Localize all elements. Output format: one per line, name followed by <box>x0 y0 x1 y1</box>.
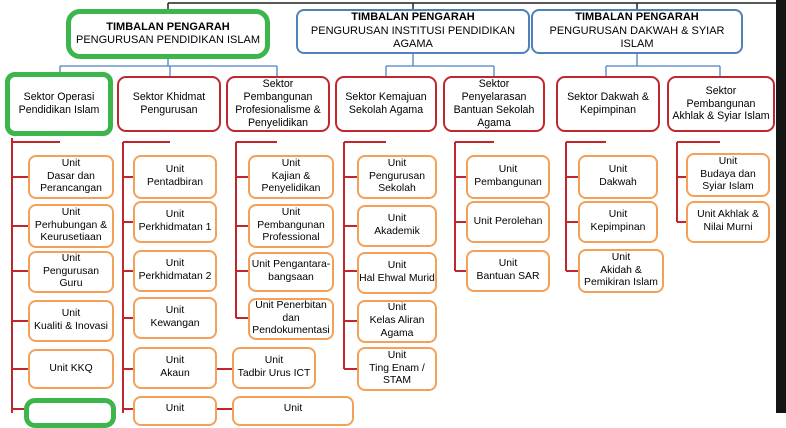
unit-label: Unit Kualiti & Inovasi <box>34 308 108 332</box>
unit-label: Unit Pengurusan Sekolah <box>368 157 426 195</box>
unit-label: Unit Akademik <box>374 213 420 237</box>
unit-box-kualiti: Unit Kualiti & Inovasi <box>28 300 114 342</box>
deputy-title: TIMBALAN PENGARAH <box>106 20 230 33</box>
deputy-subtitle: PENGURUSAN INSTITUSI PENDIDIKAN AGAMA <box>310 24 516 51</box>
deputy-subtitle: PENGURUSAN PENDIDIKAN ISLAM <box>76 34 260 46</box>
deputy-title: TIMBALAN PENGARAH <box>575 11 699 24</box>
sector-label: Sektor Khidmat Pengurusan <box>132 91 206 116</box>
unit-label: Unit KKQ <box>49 362 93 374</box>
unit-box-kkq: Unit KKQ <box>28 349 114 389</box>
unit-label: Unit Perkhidmatan 1 <box>138 209 212 233</box>
deputy-box-dakwah-syiar: TIMBALAN PENGARAH PENGURUSAN DAKWAH & SY… <box>531 9 743 54</box>
unit-label: Unit Pembangunan Professional <box>257 206 325 244</box>
unit-label: Unit Pengantara- bangsaan <box>251 259 331 283</box>
unit-box-pembangunan-professional: Unit Pembangunan Professional <box>248 204 334 248</box>
unit-box-bantuan-sar: Unit Bantuan SAR <box>466 250 550 292</box>
right-edge-bar <box>776 0 786 413</box>
unit-box-hal-ehwal-murid: Unit Hal Ehwal Murid <box>357 252 437 294</box>
sector-box-kemajuan: Sektor Kemajuan Sekolah Agama <box>335 76 437 132</box>
sector-box-dakwah: Sektor Dakwah & Kepimpinan <box>556 76 660 132</box>
unit-label: Unit Perolehan <box>473 215 543 227</box>
sector-box-khidmat: Sektor Khidmat Pengurusan <box>117 76 221 132</box>
unit-box-dasar: Unit Dasar dan Perancangan <box>28 155 114 199</box>
sector-box-pembangunan-profesionalisme: Sektor Pembangunan Profesionalisme & Pen… <box>226 76 330 132</box>
sector-label: Sektor Operasi Pendidikan Islam <box>18 91 100 116</box>
unit-box-pengurusan-sekolah: Unit Pengurusan Sekolah <box>357 155 437 199</box>
unit-label: Unit Dasar dan Perancangan <box>40 157 102 195</box>
unit-box-perhubungan: Unit Perhubungan & Keurusetiaan <box>28 204 114 248</box>
unit-box-akhlak-nilai: Unit Akhlak & Nilai Murni <box>686 201 770 243</box>
unit-label: Unit Kajian & Penyelidikan <box>261 157 321 195</box>
deputy-box-pendidikan-islam: TIMBALAN PENGARAH PENGURUSAN PENDIDIKAN … <box>66 9 270 59</box>
unit-box-highlighted <box>24 398 116 428</box>
unit-label: Unit Akaun <box>160 355 190 379</box>
sector-label: Sektor Pembangunan Akhlak & Syiar Islam <box>672 84 770 123</box>
unit-label: Unit Pentadbiran <box>146 164 204 188</box>
unit-label: Unit Perkhidmatan 2 <box>138 258 212 282</box>
sector-label: Sektor Pembangunan Profesionalisme & Pen… <box>235 78 321 129</box>
unit-box-perkhidmatan-1: Unit Perkhidmatan 1 <box>133 201 217 243</box>
unit-label: Unit Budaya dan Syiar Islam <box>700 155 756 193</box>
unit-box-budaya-syiar: Unit Budaya dan Syiar Islam <box>686 153 770 197</box>
unit-label: Unit Tadbir Urus ICT <box>237 355 311 379</box>
deputy-box-institusi-pendidikan: TIMBALAN PENGARAH PENGURUSAN INSTITUSI P… <box>296 9 530 54</box>
sector-label: Sektor Kemajuan Sekolah Agama <box>345 91 427 116</box>
sector-box-operasi: Sektor Operasi Pendidikan Islam <box>5 72 113 136</box>
unit-label: Unit Kelas Aliran Agama <box>369 302 425 339</box>
unit-box-ting-enam-stam: Unit Ting Enam / STAM <box>357 347 437 391</box>
unit-label: Unit Kepimpinan <box>590 209 646 233</box>
sector-box-akhlak-syiar: Sektor Pembangunan Akhlak & Syiar Islam <box>667 76 775 132</box>
unit-label: Unit Akidah & Pemikiran Islam <box>584 251 658 289</box>
unit-box-dakwah: Unit Dakwah <box>578 155 658 199</box>
unit-label: Unit Pengurusan Guru <box>42 252 100 290</box>
unit-box-partial-1: Unit <box>133 396 217 426</box>
sector-label: Sektor Penyelarasan Bantuan Sekolah Agam… <box>453 78 535 129</box>
unit-label: Unit Akhlak & Nilai Murni <box>697 209 759 233</box>
unit-label: Unit Ting Enam / STAM <box>369 349 425 387</box>
connector-lines <box>11 2 776 413</box>
unit-box-kepimpinan: Unit Kepimpinan <box>578 201 658 243</box>
unit-label: Unit Perhubungan & Keurusetiaan <box>34 206 108 244</box>
unit-box-pentadbiran: Unit Pentadbiran <box>133 155 217 199</box>
unit-box-perolehan: Unit Perolehan <box>466 201 550 243</box>
unit-box-pengurusan-guru: Unit Pengurusan Guru <box>28 251 114 293</box>
sector-label: Sektor Dakwah & Kepimpinan <box>567 91 649 116</box>
unit-label: Unit <box>283 403 303 414</box>
unit-box-partial-2: Unit <box>232 396 354 426</box>
unit-label: Unit Bantuan SAR <box>476 258 540 282</box>
unit-box-pengantarabangsaan: Unit Pengantara- bangsaan <box>248 252 334 292</box>
unit-label: Unit Kewangan <box>150 305 200 329</box>
unit-box-pembangunan: Unit Pembangunan <box>466 155 550 199</box>
unit-label: Unit Penerbitan dan Pendokumentasi <box>252 299 330 337</box>
unit-box-kelas-aliran-agama: Unit Kelas Aliran Agama <box>357 300 437 343</box>
unit-label: Unit <box>165 403 185 414</box>
org-chart: TIMBALAN PENGARAH PENGURUSAN PENDIDIKAN … <box>5 0 786 428</box>
unit-label: Unit Pembangunan <box>474 164 542 188</box>
deputy-title: TIMBALAN PENGARAH <box>351 11 475 24</box>
unit-label: Unit Dakwah <box>599 164 637 188</box>
unit-label: Unit Hal Ehwal Murid <box>359 260 435 284</box>
unit-box-penerbitan: Unit Penerbitan dan Pendokumentasi <box>248 298 334 340</box>
unit-box-tadbir-urus-ict: Unit Tadbir Urus ICT <box>232 347 316 389</box>
sector-to-unit-connectors <box>11 138 720 413</box>
unit-box-akidah: Unit Akidah & Pemikiran Islam <box>578 249 664 293</box>
unit-box-akaun: Unit Akaun <box>133 347 217 389</box>
unit-box-perkhidmatan-2: Unit Perkhidmatan 2 <box>133 250 217 292</box>
sector-box-penyelarasan: Sektor Penyelarasan Bantuan Sekolah Agam… <box>443 76 545 132</box>
unit-box-akademik: Unit Akademik <box>357 205 437 247</box>
deputy-to-sector-connectors <box>59 53 721 76</box>
deputy-subtitle: PENGURUSAN DAKWAH & SYIAR ISLAM <box>549 24 725 51</box>
unit-box-kewangan: Unit Kewangan <box>133 297 217 339</box>
unit-box-kajian: Unit Kajian & Penyelidikan <box>248 155 334 199</box>
